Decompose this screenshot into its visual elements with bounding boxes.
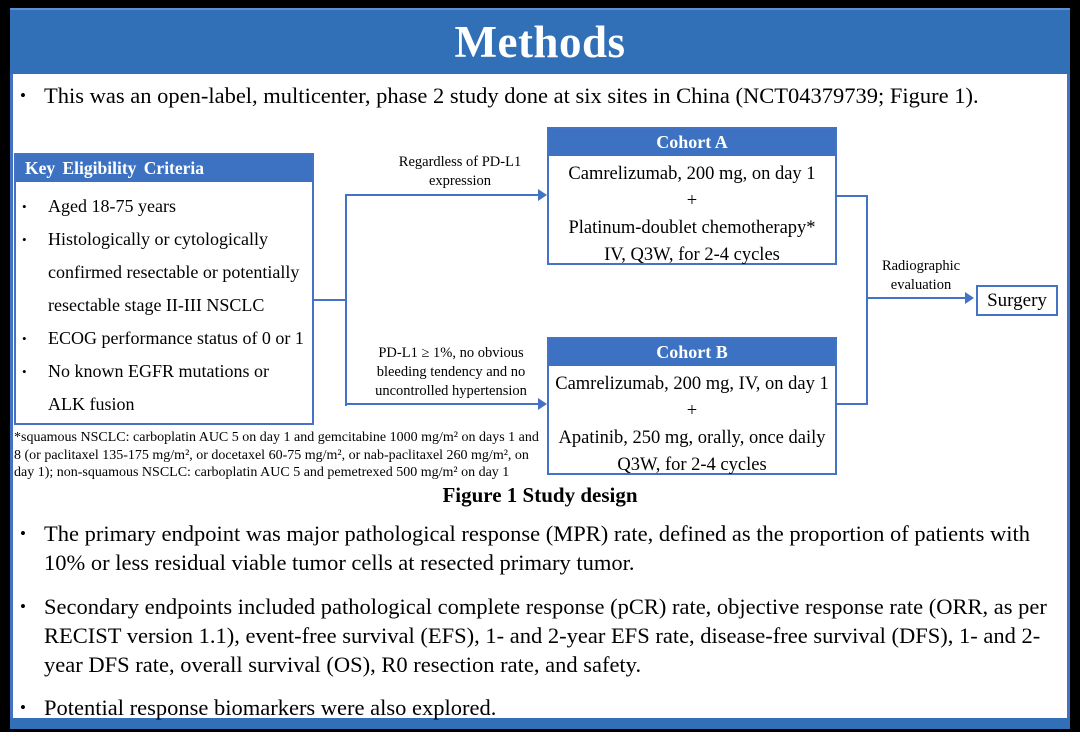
bullet-icon: •	[20, 597, 26, 616]
arrowhead-icon	[965, 292, 974, 304]
flow-connector	[837, 403, 868, 405]
intro-bullet: • This was an open-label, multicenter, p…	[20, 81, 1056, 110]
bullet-icon: •	[22, 199, 27, 214]
flow-connector	[345, 194, 347, 406]
bullet-icon: •	[20, 86, 26, 105]
cohort-b-body: Camrelizumab, 200 mg, IV, on day 1 + Apa…	[549, 366, 835, 479]
bullet-icon: •	[22, 364, 27, 379]
cohort-b-header: Cohort B	[549, 339, 835, 366]
bullet-icon: •	[22, 232, 27, 247]
eligibility-item-text: Aged 18-75 years	[48, 196, 176, 216]
cohort-a-body: Camrelizumab, 200 mg, on day 1 + Platinu…	[549, 156, 835, 269]
cohort-a-box: Cohort A Camrelizumab, 200 mg, on day 1 …	[547, 127, 837, 265]
bullet-text: The primary endpoint was major pathologi…	[44, 521, 1031, 575]
cohort-a-line: Camrelizumab, 200 mg, on day 1	[568, 164, 816, 184]
flow-connector	[345, 403, 538, 405]
cohort-b-line: +	[686, 401, 698, 421]
branch-label-bottom: PD-L1 ≥ 1%, no obvious bleeding tendency…	[375, 345, 527, 399]
arrowhead-icon	[538, 398, 547, 410]
eligibility-header: Key Eligibility Criteria	[16, 155, 312, 182]
flow-connector	[314, 299, 347, 301]
cohort-b-line: Q3W, for 2-4 cycles	[617, 455, 767, 475]
bullet-icon: •	[20, 524, 26, 543]
cohort-b-line: Apatinib, 250 mg, orally, once daily	[558, 428, 826, 448]
cohort-b-line: Camrelizumab, 200 mg, IV, on day 1	[555, 374, 829, 394]
cohort-b-box: Cohort B Camrelizumab, 200 mg, IV, on da…	[547, 337, 837, 475]
bullet-icon: •	[20, 698, 26, 717]
eligibility-box: Key Eligibility Criteria • Aged 18-75 ye…	[14, 153, 314, 425]
flow-connector	[866, 195, 868, 405]
bullet-icon: •	[22, 331, 27, 346]
biomarker-bullet: • Potential response biomarkers were als…	[20, 693, 1056, 722]
endpoint-bullet-secondary: • Secondary endpoints included pathologi…	[20, 592, 1056, 679]
cohort-a-line: +	[686, 191, 698, 211]
evaluation-label: Radiographic evaluation	[881, 258, 961, 293]
figure-caption: Figure 1 Study design	[442, 483, 638, 507]
flow-connector	[345, 194, 538, 196]
surgery-label: Surgery	[987, 289, 1047, 311]
eligibility-item-text: No known EGFR mutations or ALK fusion	[48, 361, 270, 414]
eligibility-item: • ECOG performance status of 0 or 1	[22, 322, 308, 355]
eligibility-item: • Histologically or cytologically confir…	[22, 223, 308, 322]
bullet-text: Secondary endpoints included pathologica…	[44, 594, 1047, 677]
flow-connector	[837, 195, 868, 197]
cohort-a-line: Platinum-doublet chemotherapy*	[568, 218, 816, 238]
eligibility-list: • Aged 18-75 years • Histologically or c…	[16, 182, 312, 421]
chemo-footnote: *squamous NSCLC: carboplatin AUC 5 on da…	[14, 430, 539, 480]
eligibility-item-text: ECOG performance status of 0 or 1	[48, 328, 304, 348]
cohort-a-line: IV, Q3W, for 2-4 cycles	[604, 245, 780, 265]
eligibility-item: • Aged 18-75 years	[22, 190, 308, 223]
surgery-box: Surgery	[976, 285, 1058, 316]
endpoint-bullet-primary: • The primary endpoint was major patholo…	[20, 519, 1056, 577]
eligibility-item: • No known EGFR mutations or ALK fusion	[22, 355, 308, 421]
cohort-a-header: Cohort A	[549, 129, 835, 156]
intro-bullet-text: This was an open-label, multicenter, pha…	[44, 83, 979, 108]
flow-connector	[866, 297, 966, 299]
page-title: Methods	[454, 17, 626, 67]
bottom-accent-band	[10, 718, 1070, 729]
arrowhead-icon	[538, 189, 547, 201]
title-bar: Methods	[10, 8, 1070, 74]
eligibility-item-text: Histologically or cytologically confirme…	[48, 229, 300, 315]
branch-label-top: Regardless of PD-L1 expression	[398, 154, 522, 189]
bullet-text: Potential response biomarkers were also …	[44, 695, 497, 720]
